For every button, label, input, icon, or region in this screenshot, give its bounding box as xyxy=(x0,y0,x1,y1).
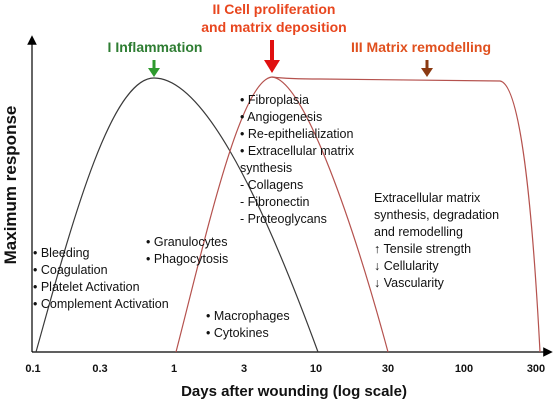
annotation-line: ↓ Vascularity xyxy=(374,276,445,290)
annotation-line: ↓ Cellularity xyxy=(374,259,439,273)
annotation-line: • Macrophages xyxy=(206,309,290,323)
remodelling-curve xyxy=(271,76,541,353)
x-axis-label: Days after wounding (log scale) xyxy=(181,383,407,400)
annotation-line: • Fibroplasia xyxy=(240,93,309,107)
x-tick-label: 0.3 xyxy=(92,363,107,375)
annotation-line: • Complement Activation xyxy=(33,297,169,311)
annotation-line: - Fibronectin xyxy=(240,195,310,209)
x-tick-label: 100 xyxy=(455,363,473,375)
x-tick-label: 300 xyxy=(527,363,545,375)
phase-remodelling-title: III Matrix remodelling xyxy=(351,39,491,55)
annotation-line: • Phagocytosis xyxy=(146,252,228,266)
annotation-line: • Platelet Activation xyxy=(33,280,140,294)
annotation-line: • Coagulation xyxy=(33,263,108,277)
proliferation-list: • Fibroplasia • Angiogenesis • Re-epithe… xyxy=(240,93,355,226)
annotation-line: synthesis xyxy=(240,161,292,175)
remodelling-list: Extracellular matrix synthesis, degradat… xyxy=(374,191,499,290)
annotation-line: • Angiogenesis xyxy=(240,110,322,124)
inflammation-early-list: • Bleeding • Coagulation • Platelet Acti… xyxy=(33,246,169,311)
annotation-line: synthesis, degradation xyxy=(374,208,499,222)
x-tick-label: 3 xyxy=(241,363,247,375)
phase-inflammation-title: I Inflammation xyxy=(108,39,203,55)
y-axis-label: Maximum response xyxy=(1,106,20,265)
x-tick-label: 30 xyxy=(382,363,394,375)
phase-proliferation-title-line1: II Cell proliferation xyxy=(213,1,336,17)
proliferation-arrow xyxy=(264,40,280,73)
phase-proliferation-title-line2: and matrix deposition xyxy=(201,19,346,35)
inflammation-late-list: • Macrophages • Cytokines xyxy=(206,309,290,340)
annotation-line: and remodelling xyxy=(374,225,463,239)
annotation-line: • Granulocytes xyxy=(146,235,228,249)
x-tick-label: 1 xyxy=(171,363,177,375)
annotation-line: - Proteoglycans xyxy=(240,212,327,226)
annotation-line: • Re-epithelialization xyxy=(240,127,354,141)
x-tick-label: 0.1 xyxy=(25,363,40,375)
annotation-line: • Extracellular matrix xyxy=(240,144,355,158)
x-tick-label: 10 xyxy=(310,363,322,375)
annotation-line: ↑ Tensile strength xyxy=(374,242,471,256)
annotation-line: Extracellular matrix xyxy=(374,191,481,205)
remodelling-arrow xyxy=(421,60,433,77)
inflammation-cells-list: • Granulocytes • Phagocytosis xyxy=(146,235,228,266)
inflammation-curve xyxy=(35,77,319,353)
annotation-line: - Collagens xyxy=(240,178,303,192)
annotation-line: • Bleeding xyxy=(33,246,90,260)
annotation-line: • Cytokines xyxy=(206,326,269,340)
x-tick-labels: 0.1 0.3 1 3 10 30 100 300 xyxy=(25,363,545,375)
inflammation-arrow xyxy=(148,60,160,77)
